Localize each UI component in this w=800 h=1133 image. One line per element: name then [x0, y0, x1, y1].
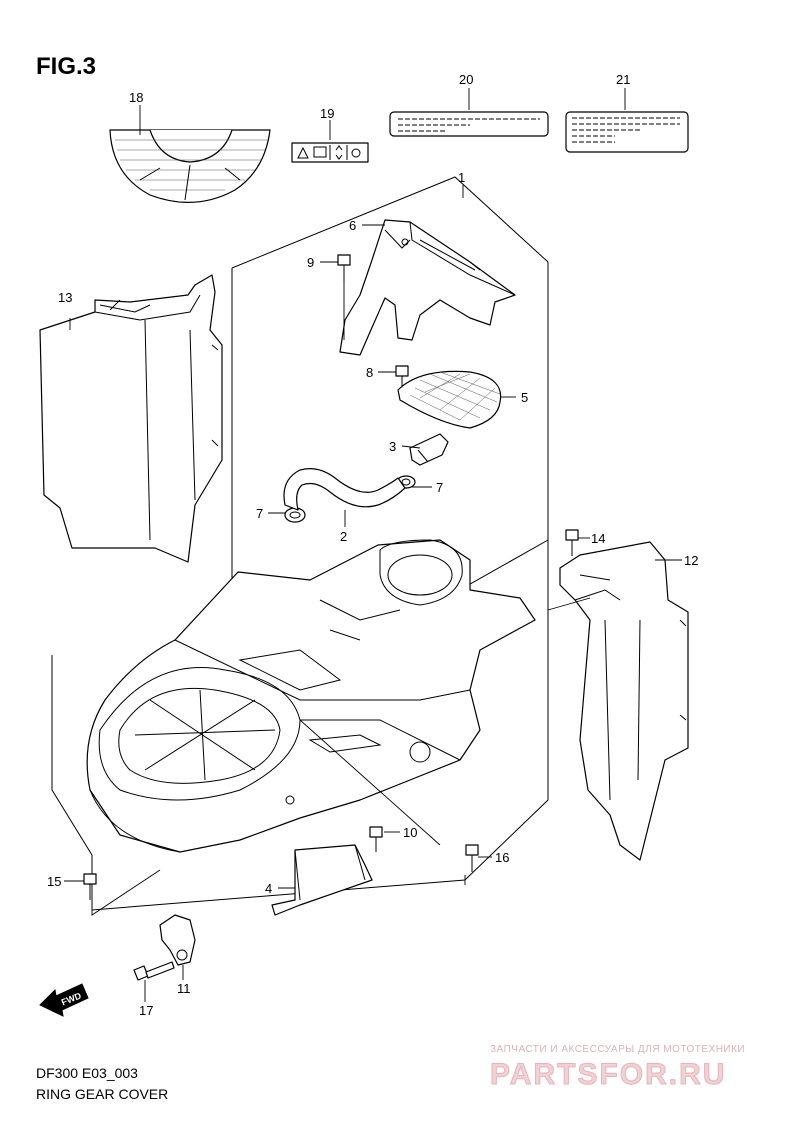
part-9-bolt[interactable] [337, 254, 351, 282]
label-21: 21 [616, 72, 630, 87]
watermark-logo: PARTSFOR.RU [490, 1058, 726, 1091]
label-4: 4 [265, 881, 272, 896]
part-16-bolt[interactable] [465, 844, 479, 872]
label-19: 19 [320, 106, 334, 121]
part-number-labels: 18 19 20 21 1 6 9 13 8 5 3 7 7 2 14 12 1… [47, 72, 698, 1018]
main-housing[interactable] [86, 539, 536, 853]
label-7-lower: 7 [256, 506, 263, 521]
label-7-upper: 7 [436, 480, 443, 495]
diagram-model-code: DF300 E03_003 [36, 1065, 138, 1081]
part-19-warning-label[interactable] [291, 142, 369, 163]
label-15: 15 [47, 874, 61, 889]
label-8: 8 [366, 365, 373, 380]
label-20: 20 [459, 72, 473, 87]
label-3: 3 [389, 439, 396, 454]
watermark-tagline: ЗАПЧАСТИ И АКСЕССУАРЫ ДЛЯ МОТОТЕХНИКИ [490, 1044, 745, 1055]
label-14: 14 [591, 531, 605, 546]
fwd-arrow-icon: FWD [39, 983, 89, 1017]
label-9: 9 [307, 255, 314, 270]
label-12: 12 [684, 553, 698, 568]
label-13: 13 [58, 290, 72, 305]
part-3-connector[interactable] [409, 433, 449, 466]
label-6: 6 [349, 218, 356, 233]
figure-title: FIG.3 [36, 53, 96, 80]
part-18-ring-segment[interactable] [109, 129, 271, 203]
part-4-bracket[interactable] [271, 844, 373, 916]
part-20-label[interactable] [389, 111, 549, 137]
part-15-bolt[interactable] [83, 873, 97, 900]
part-13-side-cover[interactable] [39, 274, 223, 563]
label-2: 2 [340, 529, 347, 544]
label-1: 1 [458, 170, 465, 185]
part-11-bracket[interactable] [159, 914, 196, 966]
label-10: 10 [403, 825, 417, 840]
part-6-duct[interactable] [339, 219, 516, 356]
part-14-bolt[interactable] [565, 529, 579, 556]
label-16: 16 [495, 850, 509, 865]
part-10-bolt[interactable] [369, 826, 383, 852]
label-18: 18 [129, 90, 143, 105]
part-5-screen[interactable] [397, 370, 502, 429]
label-11: 11 [177, 981, 191, 996]
label-17: 17 [139, 1003, 153, 1018]
label-5: 5 [521, 390, 528, 405]
part-2-hose[interactable] [283, 468, 406, 511]
part-21-label[interactable] [565, 111, 689, 153]
part-12-side-cover[interactable] [559, 541, 689, 861]
part-17-bolt[interactable] [133, 961, 175, 981]
part-7-clamp-lower[interactable] [284, 507, 306, 523]
leader-lines [64, 88, 682, 1002]
diagram-name: RING GEAR COVER [36, 1086, 168, 1102]
